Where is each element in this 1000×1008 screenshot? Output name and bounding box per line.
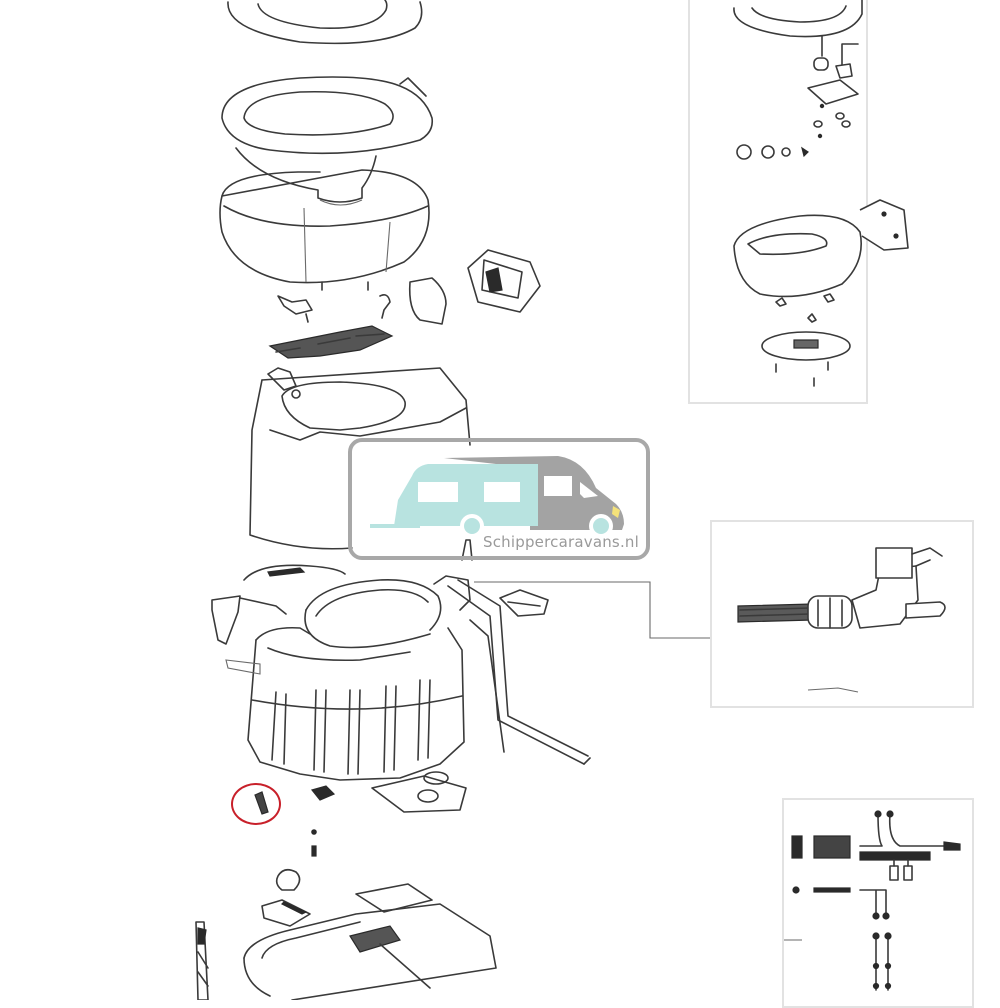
- pump-cap-part: [275, 868, 301, 891]
- pump-detail: [737, 547, 946, 693]
- upper-housing-cover-part: [249, 367, 471, 550]
- valve-plate-part: [499, 589, 549, 617]
- vent-pipe-part: [433, 539, 591, 765]
- blade-mechanism-part: [268, 325, 394, 359]
- seat-hinge-detail: [733, 0, 863, 160]
- inlet-pipe-loop-part: [304, 579, 442, 649]
- seal-ring-part: [243, 564, 346, 581]
- watermark-logo: Schippercaravans.nl: [348, 438, 650, 560]
- flush-control-unit-part: [467, 249, 541, 313]
- level-window-part: [408, 277, 447, 325]
- highlight-circle: [231, 783, 281, 825]
- hinge-brackets-part: [277, 294, 391, 323]
- side-rail-part: [195, 921, 209, 1000]
- seat-ring-part: [227, 0, 423, 45]
- pump-callout-line: [474, 581, 710, 639]
- latch-clip-part: [261, 899, 311, 927]
- watermark-text: Schippercaravans.nl: [483, 533, 639, 551]
- bowl-detail: [733, 199, 909, 387]
- drain-cover-part: [371, 771, 467, 813]
- wiring-detail: [784, 810, 961, 991]
- screws-part: [311, 829, 317, 857]
- bowl-part: [221, 76, 434, 206]
- caravan-camper-logo-icon: [348, 438, 650, 560]
- holding-tank-part: [225, 626, 465, 801]
- tank-base-tray-part: [243, 883, 497, 1000]
- tank-ribs: [271, 679, 431, 775]
- bowl-shroud-part: [219, 169, 430, 291]
- side-latch-part: [211, 595, 287, 645]
